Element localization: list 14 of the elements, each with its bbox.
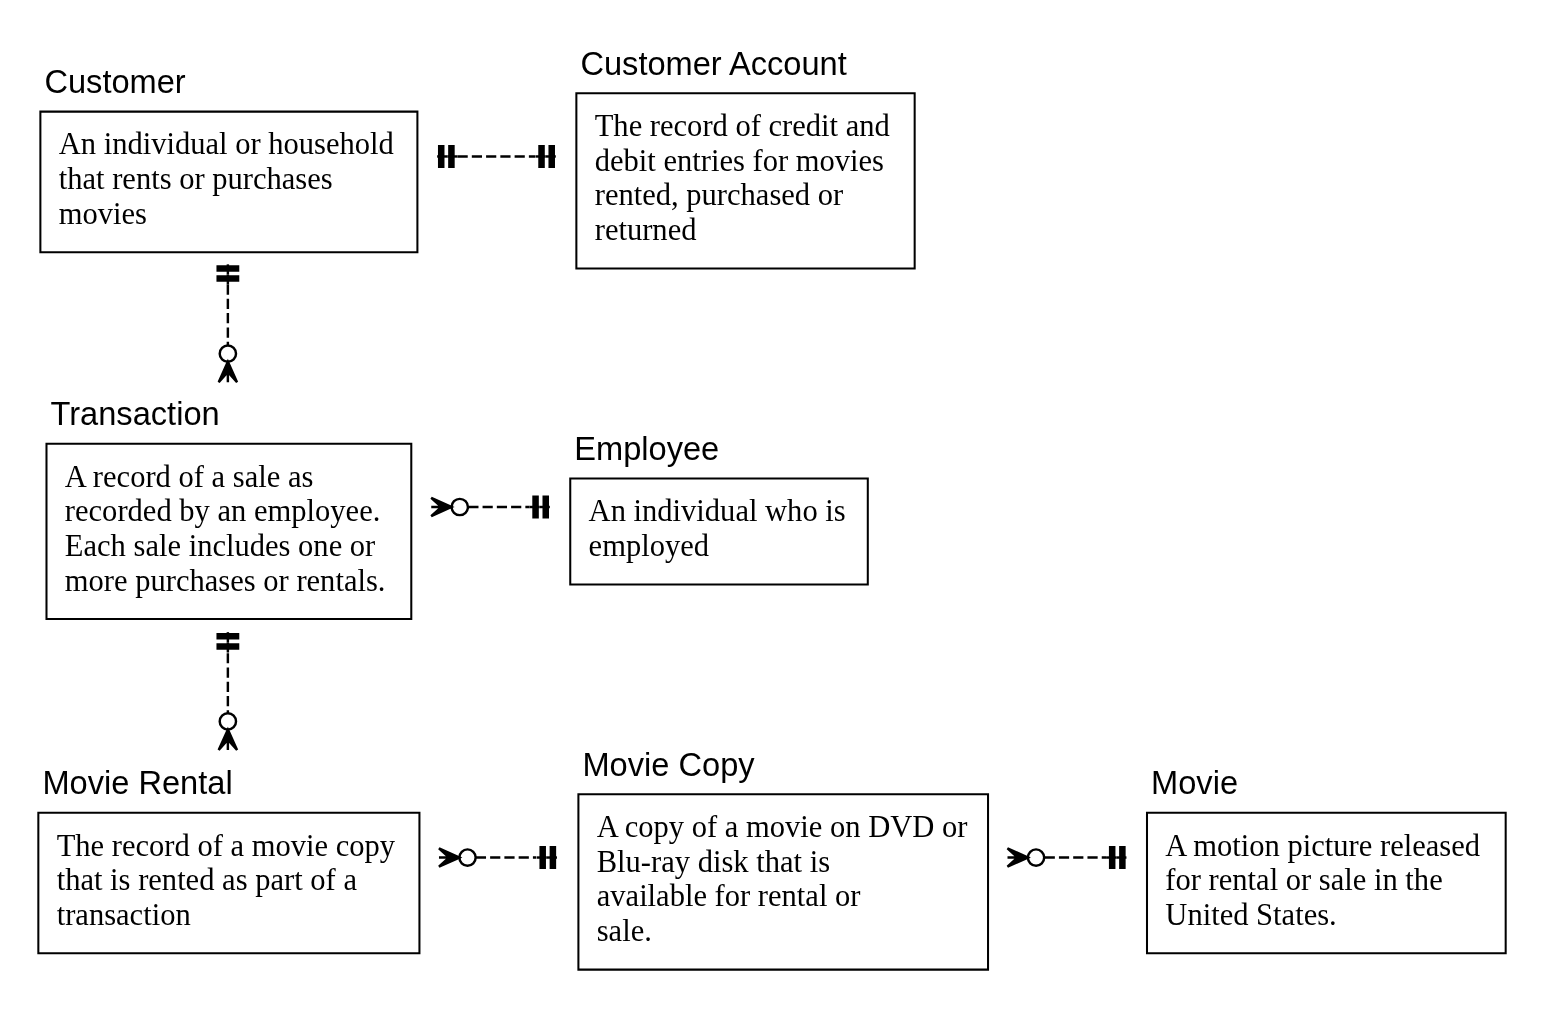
node-label: Movie <box>1151 763 1239 801</box>
node-box: The record of credit and debit entries for movies rented, purchased or returned <box>575 92 916 270</box>
node-box: A record of a sale as recorded by an employee. Each sale includes one or more purchases or rentals. <box>45 442 413 621</box>
node-box: The record of a movie copy that is rented as part of a transaction <box>37 811 421 955</box>
node-box: A copy of a movie on DVD or Blu-ray disk that is available for rental or sale. <box>577 793 990 971</box>
node-label: Employee <box>574 429 720 467</box>
node-label: Transaction <box>50 395 220 433</box>
node-label: Customer <box>44 62 186 100</box>
node-box: A motion picture released for rental or sale in the United States. <box>1146 811 1507 955</box>
node-label: Movie Copy <box>582 745 755 783</box>
node-label: Customer Account <box>580 44 847 82</box>
node-label: Movie Rental <box>42 763 233 801</box>
node-box: An individual who is employed <box>569 477 869 586</box>
node-box: An individual or household that rents or purchases movies <box>39 110 419 254</box>
